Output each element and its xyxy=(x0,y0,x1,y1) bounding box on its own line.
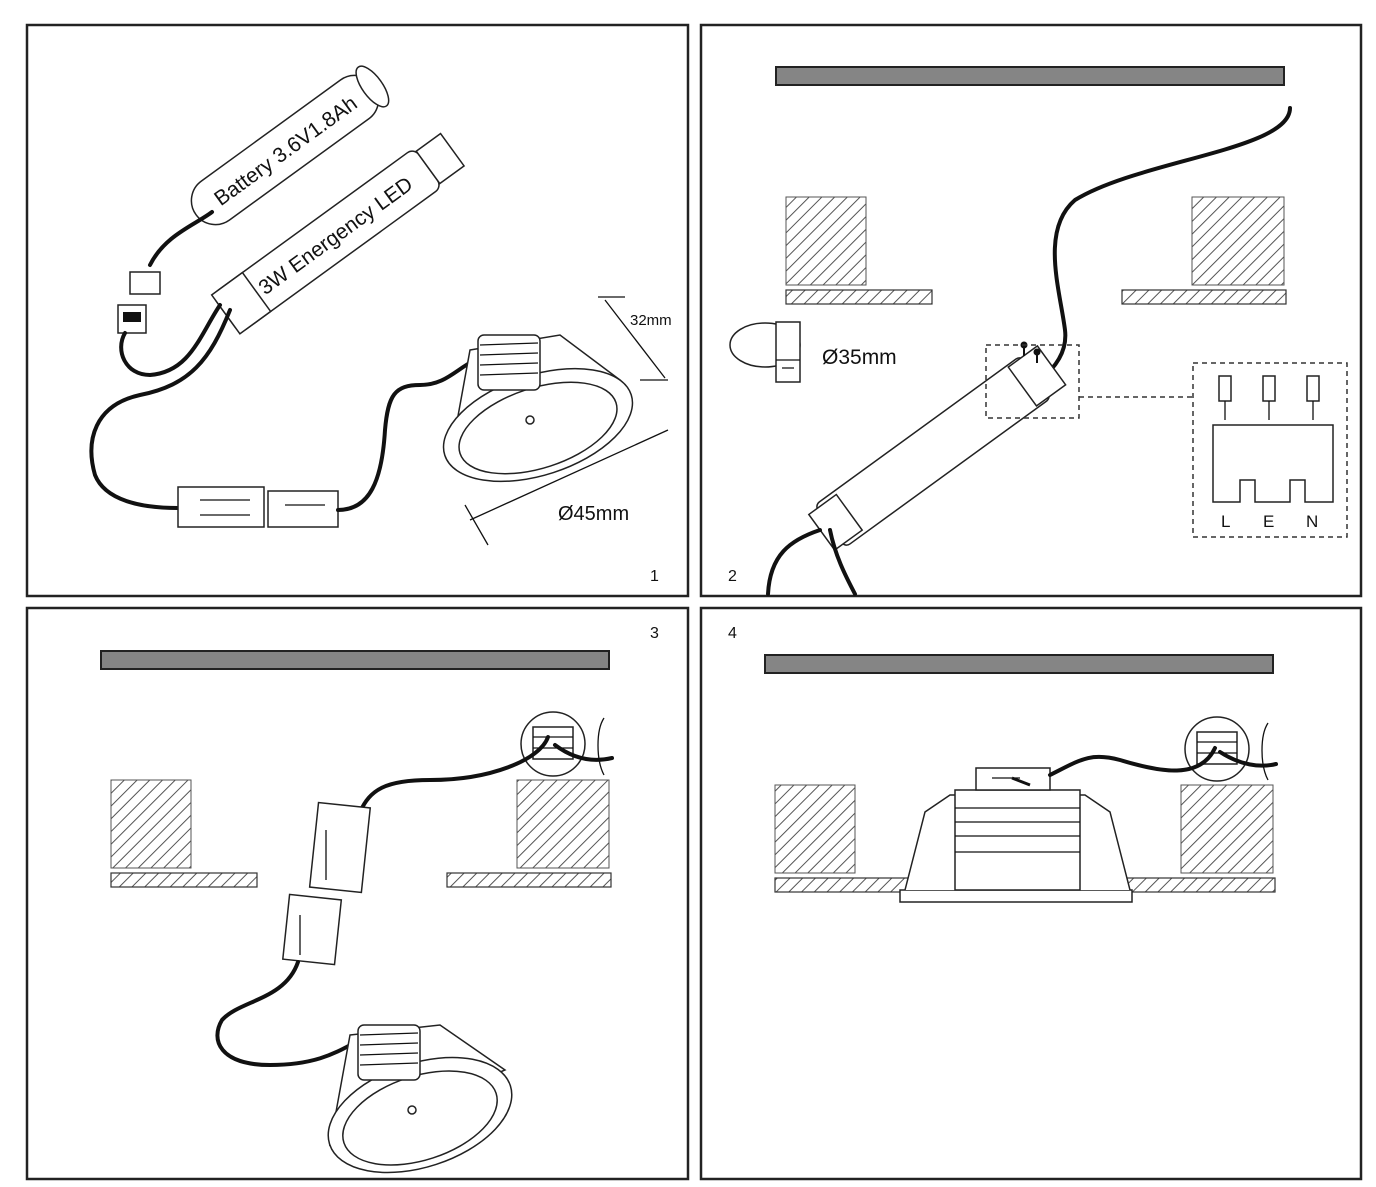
ceiling-slab xyxy=(764,654,1274,674)
ceiling-board-right xyxy=(1121,289,1287,305)
ceiling-board-left xyxy=(785,289,933,305)
battery-to-driver-wire xyxy=(119,303,222,377)
panel-1: Battery 3.6V1.8Ah 3W Energency LED xyxy=(25,23,690,598)
ceiling-slab xyxy=(775,66,1285,86)
heatsink-fins xyxy=(477,334,541,391)
inline-connector xyxy=(177,486,339,528)
mains-wire xyxy=(1038,106,1292,382)
joist-right xyxy=(516,779,610,869)
panel-2-number: 2 xyxy=(728,568,737,585)
supply-wire xyxy=(1048,746,1217,777)
ceiling-board-left xyxy=(110,872,258,888)
mains-lead xyxy=(1218,750,1278,768)
panel-2: Ø35mm xyxy=(699,23,1363,598)
installed-downlight xyxy=(899,767,1133,903)
ceiling-board-right xyxy=(1110,877,1276,893)
hole-saw-icon: Ø35mm xyxy=(729,321,897,383)
ceiling-board-right xyxy=(446,872,612,888)
junction-box xyxy=(520,711,605,777)
height-label: 32mm xyxy=(630,312,672,329)
driver-output-wire xyxy=(89,308,232,510)
panel-3: 3 xyxy=(25,606,690,1181)
terminal-n-label: N xyxy=(1306,512,1318,531)
lamp-lead xyxy=(215,960,362,1067)
supply-wire xyxy=(358,735,550,814)
diameter-dimension: Ø45mm xyxy=(464,429,669,546)
joist-left xyxy=(110,779,192,869)
driver-unit xyxy=(807,344,1067,552)
plug-connector xyxy=(281,801,372,966)
mains-lead xyxy=(553,743,614,762)
terminal-block-detail: L E N xyxy=(1192,362,1348,538)
terminal-e-label: E xyxy=(1263,512,1274,531)
ceiling-slab xyxy=(100,650,610,670)
driver-wire-a xyxy=(766,528,822,596)
height-dimension: 32mm xyxy=(598,296,672,381)
detail-callout-box xyxy=(985,344,1080,419)
joist-left xyxy=(774,784,856,874)
terminal-l-label: L xyxy=(1221,512,1230,531)
panel-4: 4 xyxy=(699,606,1363,1181)
battery-wire xyxy=(148,210,214,267)
led-downlight xyxy=(442,334,634,483)
joist-left xyxy=(785,196,867,286)
panel-3-number: 3 xyxy=(650,625,659,642)
cutout-label: Ø35mm xyxy=(822,346,897,369)
joist-right xyxy=(1191,196,1285,286)
panel-1-number: 1 xyxy=(650,568,659,585)
panel-4-number: 4 xyxy=(728,625,737,642)
driver-wire-b xyxy=(828,528,857,596)
diameter-label: Ø45mm xyxy=(558,503,629,525)
lamp-wire xyxy=(336,358,477,512)
ceiling-board-left xyxy=(774,877,922,893)
led-lens xyxy=(525,415,535,425)
joist-right xyxy=(1180,784,1274,874)
battery-connector xyxy=(117,271,161,334)
led-downlight xyxy=(327,1024,513,1174)
